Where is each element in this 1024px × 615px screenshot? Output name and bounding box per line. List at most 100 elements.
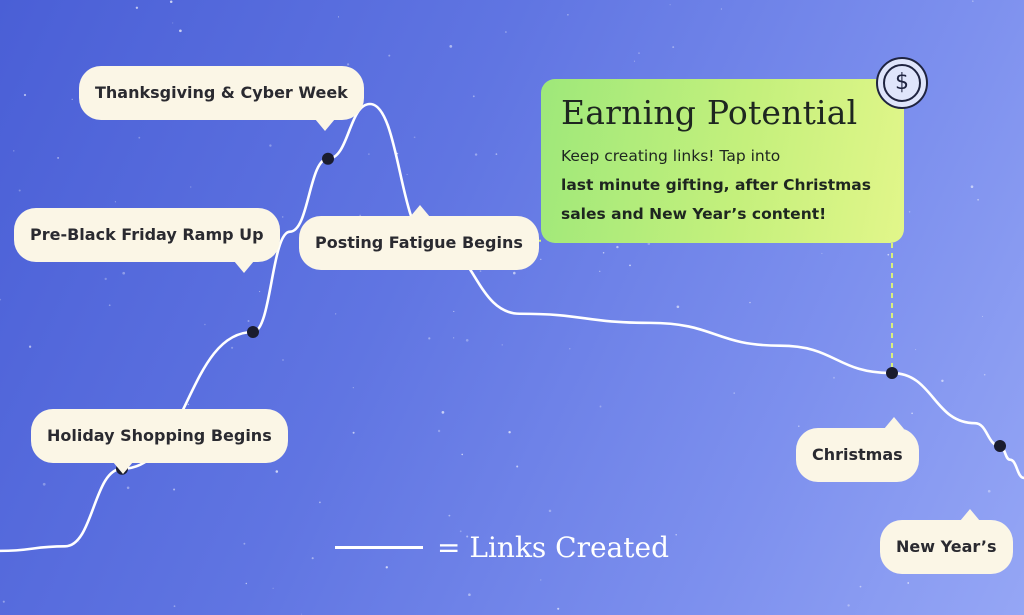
speckle — [981, 315, 984, 317]
speckle — [599, 405, 602, 408]
annotation-thanksgiving-cyber-week: Thanksgiving & Cyber Week — [79, 66, 364, 131]
speckle — [915, 349, 917, 351]
speckle — [513, 271, 516, 275]
annotation-christmas: Christmas — [796, 417, 919, 482]
speckle — [977, 198, 979, 201]
speckle — [616, 245, 619, 249]
speckle — [798, 425, 800, 427]
speckle — [122, 271, 126, 275]
speckle — [908, 211, 911, 213]
speckle — [335, 313, 337, 315]
speckle — [359, 214, 361, 216]
speckle — [676, 305, 680, 309]
speckle — [847, 604, 850, 607]
speckle — [501, 344, 503, 346]
speckle — [629, 264, 631, 267]
speckle — [472, 95, 475, 98]
annotation-new-years: New Year’s — [880, 509, 1013, 574]
speckle — [173, 605, 176, 608]
speckle — [599, 270, 601, 272]
speckle — [733, 392, 735, 394]
speckle — [204, 323, 206, 326]
speckle — [638, 52, 640, 54]
speckle — [269, 144, 272, 147]
speckle — [126, 486, 130, 490]
speckle — [453, 337, 455, 339]
speckle — [385, 566, 388, 569]
speckle — [428, 337, 431, 340]
speckle — [0, 298, 2, 301]
speckle — [466, 535, 469, 538]
speckle — [190, 186, 192, 188]
speckle — [540, 579, 542, 581]
speckle — [413, 136, 416, 139]
speckle — [388, 54, 391, 57]
speckle — [647, 242, 651, 246]
speckle — [465, 338, 469, 342]
legend-label: = Links Created — [437, 530, 669, 564]
speckle — [245, 582, 248, 585]
speckle — [453, 310, 455, 312]
speckle — [983, 373, 986, 376]
speckle — [275, 470, 279, 473]
speckle — [138, 136, 141, 139]
annotation-label: Pre-Black Friday Ramp Up — [30, 225, 264, 244]
speckle — [406, 174, 408, 175]
speckle — [987, 489, 991, 493]
speckle — [887, 253, 890, 256]
speckle — [23, 93, 27, 97]
legend: = Links Created — [335, 527, 669, 567]
annotation-holiday-shopping-begins: Holiday Shopping Begins — [31, 409, 288, 474]
bubble-pointer — [410, 205, 430, 217]
speckle — [548, 509, 552, 513]
speckle — [505, 31, 507, 33]
speckle — [461, 453, 464, 456]
speckle — [672, 46, 675, 49]
speckle — [172, 22, 174, 24]
marker-1 — [247, 326, 259, 338]
speckle — [675, 534, 677, 536]
speckle — [13, 150, 15, 152]
speckle — [437, 429, 441, 433]
bubble-pointer — [234, 261, 254, 273]
legend-line-swatch — [335, 545, 423, 549]
speckle — [972, 0, 974, 2]
marker-2 — [322, 152, 334, 165]
speckle — [557, 607, 560, 610]
speckle — [231, 346, 234, 349]
speckle — [18, 189, 21, 192]
speckle — [821, 252, 823, 254]
speckle — [669, 4, 671, 6]
speckle — [833, 376, 835, 379]
dollar-icon: $ — [876, 57, 928, 109]
bubble-pointer — [884, 417, 904, 429]
dollar-glyph: $ — [883, 64, 921, 102]
speckle — [749, 301, 751, 304]
callout-body-bold-2: sales and New Year’s content! — [561, 205, 827, 223]
speckle — [114, 201, 116, 203]
speckle — [567, 14, 569, 16]
speckle — [57, 156, 60, 159]
speckle — [337, 16, 340, 18]
callout-body: Keep creating links! Tap into last minut… — [561, 142, 884, 229]
speckle — [282, 359, 284, 361]
speckle — [441, 411, 445, 414]
speckle — [516, 465, 519, 468]
callout-body-bold-1: last minute gifting, after Christmas — [561, 176, 871, 194]
speckle — [495, 153, 498, 155]
bubble-pointer — [960, 509, 980, 521]
speckle — [300, 613, 303, 615]
annotation-label: Posting Fatigue Begins — [315, 233, 523, 252]
speckle — [540, 258, 542, 260]
speckle — [907, 582, 910, 584]
marker-4 — [886, 367, 898, 380]
earning-potential-callout: Earning Potential Keep creating links! T… — [541, 79, 904, 243]
speckle — [459, 530, 462, 533]
speckle — [448, 514, 451, 517]
speckle — [508, 430, 511, 434]
speckle — [479, 270, 482, 272]
speckle — [911, 412, 913, 415]
callout-body-plain: Keep creating links! Tap into — [561, 147, 781, 165]
speckle — [281, 216, 284, 218]
